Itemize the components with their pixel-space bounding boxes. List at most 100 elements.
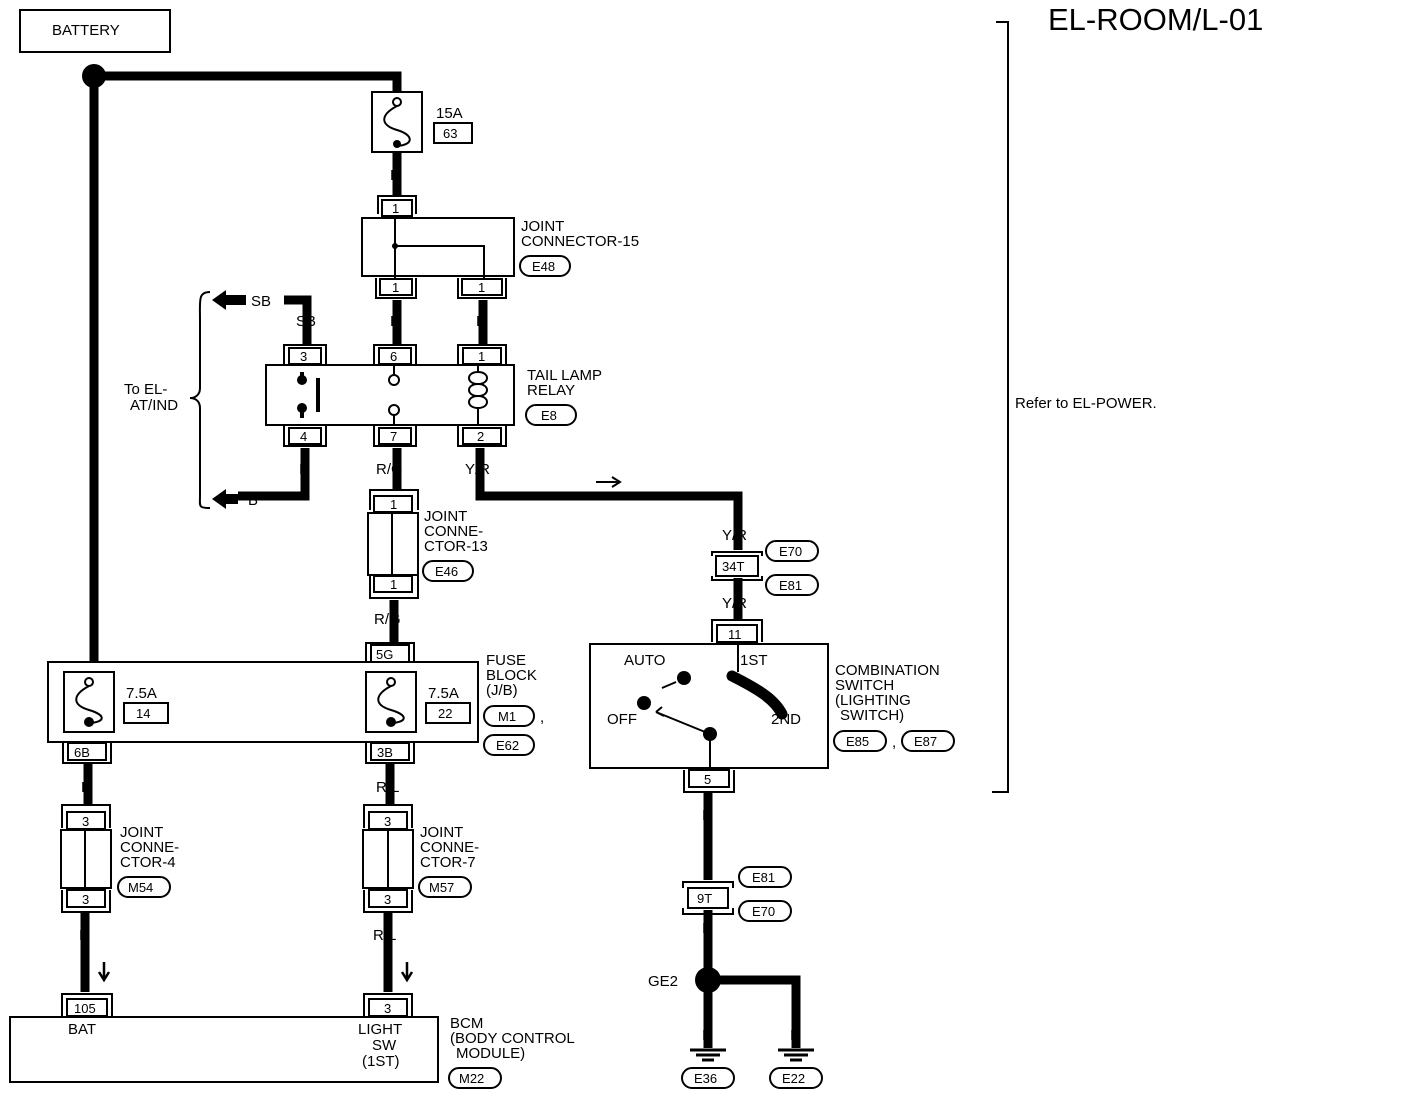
sb-arrow-icon [212,290,246,310]
jc7-bottom-bracket [363,890,413,913]
wire-color-r-2: R [390,313,401,330]
jc15-label-1: JOINT [521,218,564,235]
jc15-top-bracket [377,195,417,214]
jc15-bottom-left-pin: 1 [392,280,399,295]
fuse-14-number: 14 [136,706,150,721]
ground-e36-oval [681,1067,735,1089]
switch-pin11-bracket [711,619,763,642]
wire-color-yr-2: Y/R [722,527,747,544]
jc4-label-2: CONNE- [120,839,179,856]
direction-arrow-icon [596,476,622,488]
fb-5g-bracket [365,642,415,662]
relay-pin4-bracket [283,426,327,447]
switch-pin5-box [688,769,730,788]
jc7-top-pin: 3 [384,814,391,829]
fuse-15a-number: 63 [443,126,457,141]
relay-code: E8 [541,408,557,423]
bcm-light-label-3: (1ST) [362,1053,400,1070]
jc7-top-bracket [363,804,413,828]
switch-2nd-label: 2ND [771,711,801,728]
jc4-label-3: CTOR-4 [120,854,176,871]
jc13-label-3: CTOR-13 [424,538,488,555]
relay-pin4-box [288,427,322,445]
relay-pin2-bracket [457,426,507,447]
fb-6b-bracket [62,743,112,764]
wire-color-b-3: B [702,920,712,937]
fb-3b-bracket [365,743,415,764]
jc13-label-2: CONNE- [424,523,483,540]
fuse-22-top-terminal [386,677,396,687]
wire-color-b-2: B [702,807,712,824]
ground-e36-code: E36 [694,1071,717,1086]
connector-e81-oval [765,574,819,596]
connector-9t-e70-oval [738,900,792,922]
relay-pin4: 4 [300,429,307,444]
jc13-code: E46 [435,564,458,579]
relay-contact-4-dot [297,403,307,413]
fuse-14-top-terminal [84,677,94,687]
switch-2nd-arc [726,670,788,720]
relay-pin7: 7 [390,429,397,444]
fuse-block-e62-code: E62 [496,738,519,753]
fuse-15a-bottom-terminal [393,140,401,148]
bcm-label-2: (BODY CONTROL [450,1030,575,1047]
jc7-bottom-pin-box [368,889,408,908]
jc15-bottom-right-bracket [457,278,507,299]
jc4-bottom-bracket [61,890,111,913]
switch-lever [655,706,711,735]
switch-e87-oval [901,730,955,752]
jc15-junction [392,243,398,249]
connector-e70-code: E70 [779,544,802,559]
connector-9t-frame [682,881,734,915]
fuse-14-bottom-terminal [84,717,94,727]
relay-label-2: RELAY [527,382,575,399]
ground-splice-label: GE2 [648,973,678,990]
switch-code-separator: , [892,734,896,751]
wire-color-yr-1: Y/R [465,461,490,478]
battery-box [19,9,171,53]
relay-code-oval [525,404,577,426]
relay-pin2-box [462,427,502,445]
switch-e87-code: E87 [914,734,937,749]
jc7-code-oval [418,876,472,898]
ground-e22-code: E22 [782,1071,805,1086]
wire-color-b-1: B [299,461,309,478]
wire-color-r-1: R [390,167,401,184]
jc15-code: E48 [532,259,555,274]
switch-pin5: 5 [704,772,711,787]
relay-pin6: 6 [390,349,397,364]
switch-pin11: 11 [728,627,742,642]
wire-relay-3-sb [284,295,312,345]
jc15-label-2: CONNECTOR-15 [521,233,639,250]
fuse-15a-rating: 15A [436,105,463,122]
jc4-down-arrow-icon [97,962,111,983]
jc4-bottom-pin: 3 [82,892,89,907]
switch-pin11-box [716,624,758,643]
jc7-code: M57 [429,880,454,895]
jc15-bottom-right-pin-box [461,278,503,296]
wire-color-p-1: P [81,779,91,796]
fuse-block-m1-code: M1 [498,709,516,724]
battery-label: BATTERY [52,22,120,39]
fuse-22-element [377,685,405,724]
jc13-top-pin: 1 [390,497,397,512]
relay-contact-3-dot [297,375,307,385]
relay-pin3: 3 [300,349,307,364]
wire-color-b-4: B [702,1027,712,1044]
switch-label-2: SWITCH [835,677,894,694]
jc4-top-pin: 3 [82,814,89,829]
jc7-label-2: CONNE- [420,839,479,856]
wire-color-sb-1: SB [296,313,316,330]
wire-battery-to-fuse-15a [94,71,402,92]
switch-label-3: (LIGHTING [835,692,911,709]
fuse-block-m1-oval [483,705,535,727]
relay-contact-7-open [388,404,400,416]
connector-e81-code: E81 [779,578,802,593]
connector-9t-box [687,887,729,909]
bcm-code: M22 [459,1071,484,1086]
relay-pin1-bracket [457,344,507,364]
connector-34t-frame [711,551,763,581]
jc4-top-bracket [61,804,111,828]
connector-34t-pin: 34T [722,559,744,574]
